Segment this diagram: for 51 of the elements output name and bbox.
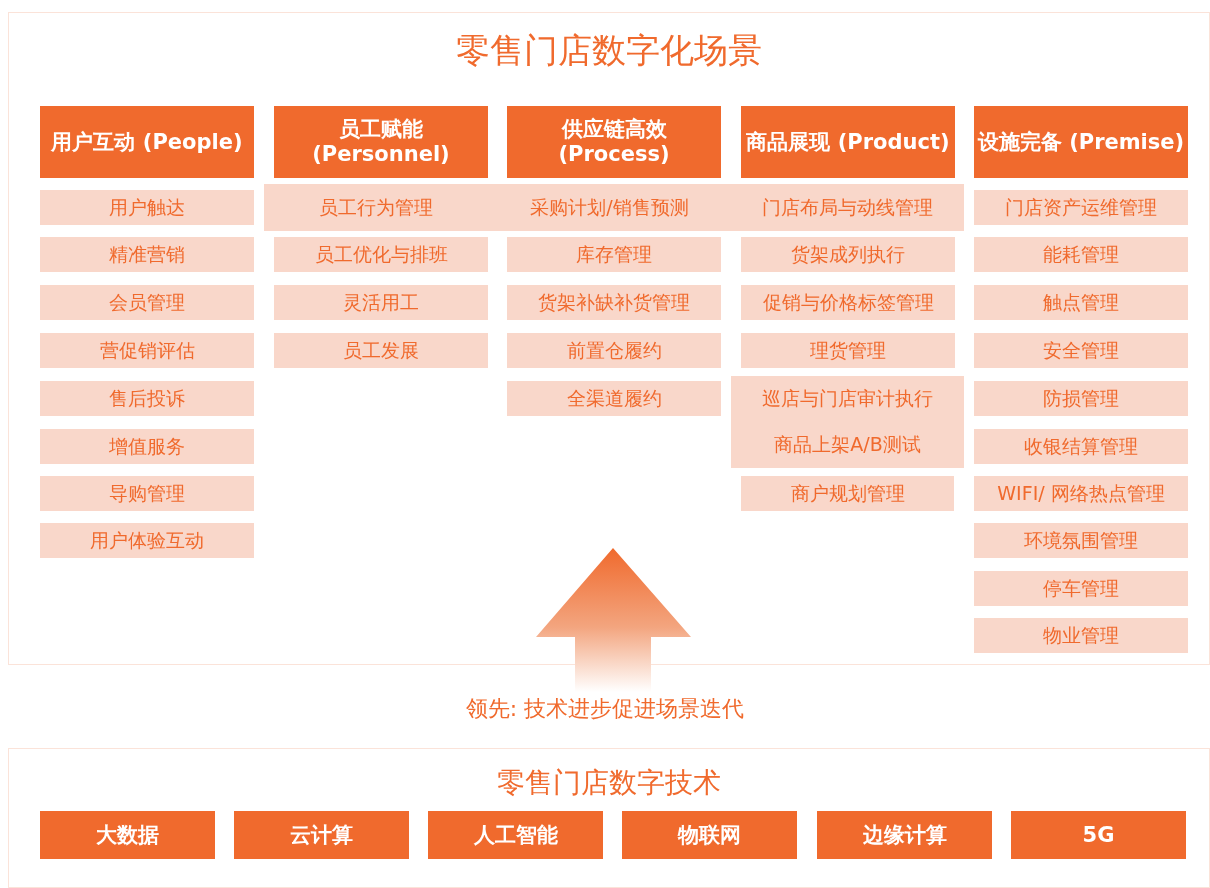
- scenario-box: 触点管理: [974, 285, 1188, 320]
- scenario-box: 收银结算管理: [974, 429, 1188, 464]
- scenario-box: 用户体验互动: [40, 523, 254, 558]
- scenario-box: 防损管理: [974, 381, 1188, 416]
- scenario-box: 货架补缺补货管理: [507, 285, 721, 320]
- technology-box: 边缘计算: [817, 811, 992, 859]
- scenario-box: 增值服务: [40, 429, 254, 464]
- scenario-text: 商品上架A/B测试: [774, 432, 921, 457]
- scenario-box: 停车管理: [974, 571, 1188, 606]
- scenario-box: 库存管理: [507, 237, 721, 272]
- technology-box: 物联网: [622, 811, 797, 859]
- category-header: 商品展现 (Product): [741, 106, 955, 178]
- scenario-box: 门店资产运维管理: [974, 190, 1188, 225]
- scenario-box: 会员管理: [40, 285, 254, 320]
- scenario-box: 导购管理: [40, 476, 254, 511]
- scenario-box: 用户触达: [40, 190, 254, 225]
- category-header: 员工赋能 (Personnel): [274, 106, 488, 178]
- panel: [8, 748, 1210, 888]
- technology-box: 人工智能: [428, 811, 603, 859]
- scenario-box: 促销与价格标签管理: [741, 285, 955, 320]
- scenario-box: 前置仓履约: [507, 333, 721, 368]
- panel-title: 零售门店数字化场景: [456, 29, 762, 71]
- scenario-box: 门店布局与动线管理: [731, 184, 964, 231]
- scenario-text: 巡店与门店审计执行: [762, 386, 933, 411]
- scenario-box: 货架成列执行: [741, 237, 955, 272]
- scenario-box: 员工行为管理: [264, 184, 488, 231]
- scenario-box: 售后投诉: [40, 381, 254, 416]
- scenario-box: 商户规划管理: [741, 476, 954, 511]
- scenario-box: 理货管理: [741, 333, 955, 368]
- category-header: 用户互动 (People): [40, 106, 254, 178]
- scenario-box: 员工发展: [274, 333, 488, 368]
- category-header: 供应链高效 (Process): [507, 106, 721, 178]
- technology-box: 云计算: [234, 811, 409, 859]
- panel-title: 零售门店数字技术: [497, 765, 721, 801]
- technology-box: 大数据: [40, 811, 215, 859]
- scenario-box: 精准营销: [40, 237, 254, 272]
- scenario-box: 全渠道履约: [507, 381, 721, 416]
- scenario-box: 安全管理: [974, 333, 1188, 368]
- category-header: 设施完备 (Premise): [974, 106, 1188, 178]
- scenario-box: WIFI/ 网络热点管理: [974, 476, 1188, 511]
- scenario-box: 营促销评估: [40, 333, 254, 368]
- scenario-box: 员工优化与排班: [274, 237, 488, 272]
- technology-box: 5G: [1011, 811, 1186, 859]
- panel: [8, 12, 1210, 665]
- scenario-box: [731, 376, 964, 468]
- scenario-box: 灵活用工: [274, 285, 488, 320]
- scenario-box: 采购计划/销售预测: [488, 184, 731, 231]
- scenario-box: 环境氛围管理: [974, 523, 1188, 558]
- scenario-box: 能耗管理: [974, 237, 1188, 272]
- scenario-box: 物业管理: [974, 618, 1188, 653]
- arrow-caption: 领先: 技术进步促进场景迭代: [465, 696, 745, 721]
